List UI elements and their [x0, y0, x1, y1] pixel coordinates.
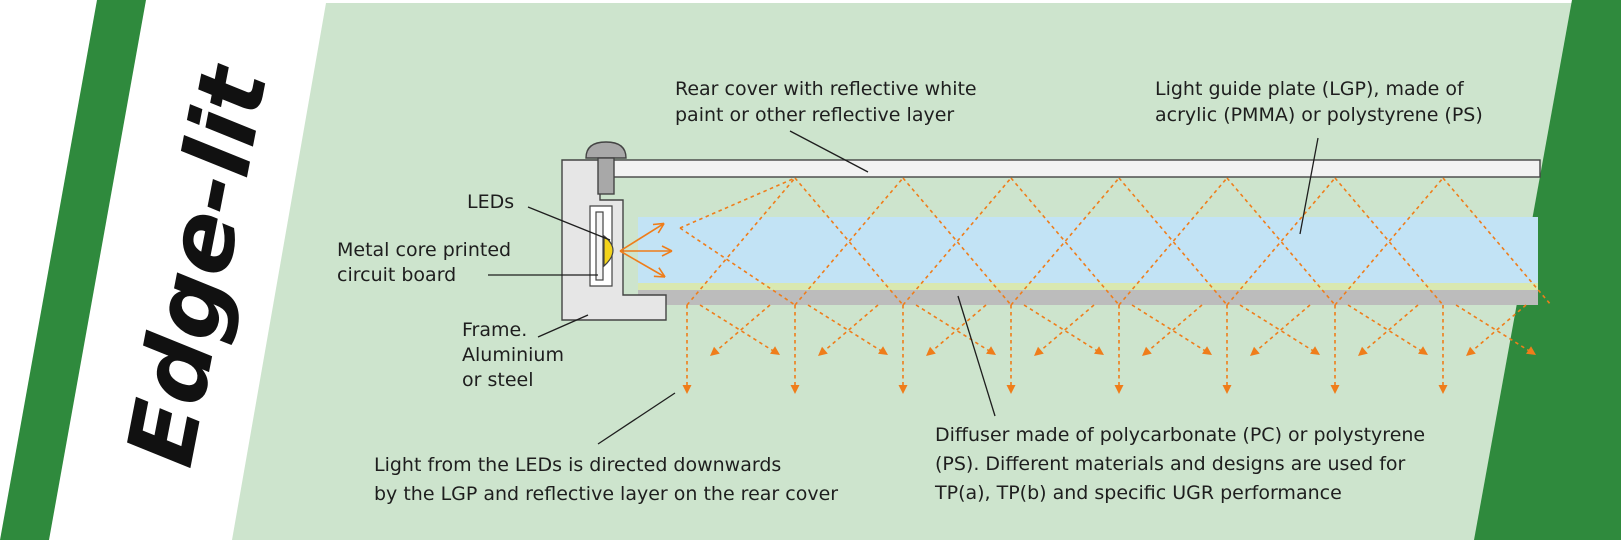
- leader-diffuser: [957, 295, 996, 417]
- ray-exit-arrow: [1466, 346, 1476, 356]
- label-leds: LEDs: [467, 191, 514, 213]
- panel-contents: [599, 159, 1552, 394]
- ray-exit: [1131, 304, 1208, 353]
- leader-light-direction: [597, 392, 676, 445]
- ray-exit-arrow: [878, 346, 888, 355]
- ray-exit-arrow: [1202, 346, 1212, 355]
- ray-exit-arrow: [986, 346, 996, 355]
- ray-exit: [1254, 304, 1311, 353]
- arrow-icon: [652, 222, 665, 234]
- ray-down-arrow: [1006, 385, 1016, 394]
- ray-exit: [1455, 304, 1532, 353]
- label-lgp: Light guide plate (LGP), made of acrylic…: [1155, 78, 1483, 126]
- leader-lines: [488, 130, 1319, 445]
- ray-down-arrow: [682, 385, 692, 394]
- screw-icon: [585, 141, 627, 195]
- ray-exit-arrow: [1142, 346, 1152, 356]
- ray-exit: [1023, 304, 1100, 353]
- ray-down-arrow: [1114, 385, 1124, 394]
- rear-cover: [599, 159, 1541, 178]
- leader-lgp: [1299, 137, 1319, 235]
- ray-exit: [1239, 304, 1316, 353]
- diffuser: [638, 290, 1538, 305]
- arrow-icon: [653, 267, 666, 278]
- metal-core-pcb: [595, 211, 604, 281]
- leader-rear-cover: [789, 130, 869, 173]
- ray-exit: [807, 304, 884, 353]
- lgp-edge-layer: [638, 283, 1538, 290]
- left-green-bar: [0, 0, 146, 540]
- ray-segment: [679, 227, 796, 306]
- ray-exit: [1146, 304, 1203, 353]
- label-rear-cover: Rear cover with reflective white paint o…: [675, 78, 983, 126]
- label-pcb: Metal core printed circuit board: [337, 239, 517, 286]
- ray-down-arrow: [1222, 385, 1232, 394]
- arrow-icon: [661, 245, 673, 257]
- ray-exit-arrow: [1034, 346, 1044, 356]
- ray-exit-arrow: [770, 346, 780, 355]
- ray-exit-arrow: [1358, 346, 1368, 356]
- right-green-bar: [1474, 0, 1621, 540]
- label-frame: Frame. Aluminium or steel: [462, 319, 570, 391]
- ray-exit-arrow: [710, 346, 720, 356]
- led-emission-arrows: [619, 222, 673, 278]
- ray-down-arrow: [790, 385, 800, 394]
- ray-down-arrow: [898, 385, 908, 394]
- ray-down-arrow: [1330, 385, 1340, 394]
- ray-exit-arrow: [1526, 346, 1536, 355]
- ray-exit: [1470, 304, 1527, 353]
- ray-exit-arrow: [1418, 346, 1428, 355]
- led-ray: [619, 222, 665, 252]
- ray-exit: [1347, 304, 1424, 353]
- ray-exit: [699, 304, 776, 353]
- label-diffuser: Diffuser made of polycarbonate (PC) or p…: [934, 424, 1431, 504]
- ray-exit: [714, 304, 771, 353]
- label-light-direction: Light from the LEDs is directed downward…: [374, 454, 838, 505]
- ray-exit-arrow: [1094, 346, 1104, 355]
- light-rays: [679, 177, 1552, 385]
- leader-leds: [527, 206, 611, 241]
- ray-exit: [822, 304, 879, 353]
- ray-exit-arrow: [1310, 346, 1320, 355]
- ray-exit-arrow: [926, 346, 936, 356]
- ray-down-arrow: [1438, 385, 1448, 394]
- ray-exit: [930, 304, 987, 353]
- ray-exit-arrow: [818, 346, 828, 356]
- ray-exit: [1038, 304, 1095, 353]
- ray-arrowheads: [682, 346, 1536, 394]
- leader-frame: [537, 314, 589, 338]
- ray-exit: [915, 304, 992, 353]
- ray-exit-arrow: [1250, 346, 1260, 356]
- light-guide-plate: [638, 217, 1538, 283]
- led-ray: [619, 250, 666, 278]
- ray-exit: [1362, 304, 1419, 353]
